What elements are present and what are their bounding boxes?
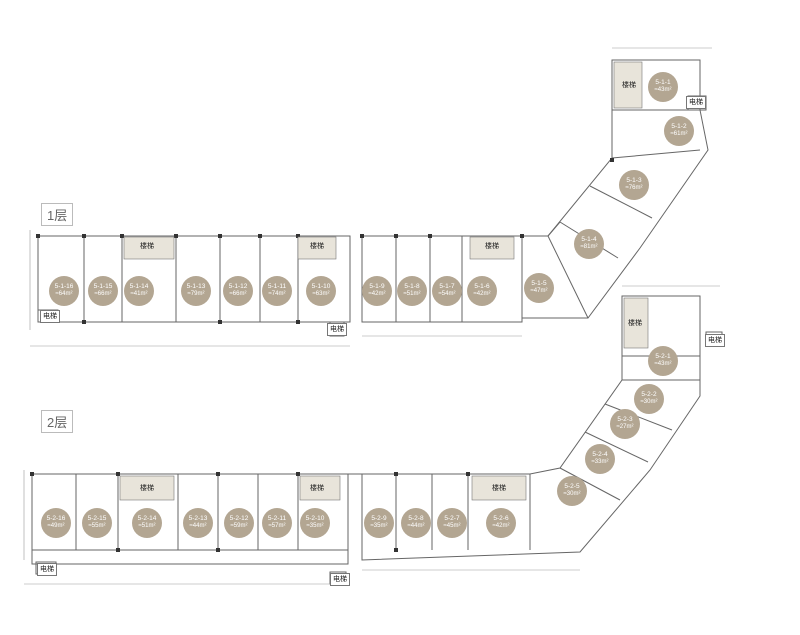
unit-badge: 5-1-14≈41m² [124, 276, 154, 306]
elevator-label: 电梯 [327, 323, 347, 336]
unit-badge: 5-1-6≈42m² [467, 276, 497, 306]
unit-badge: 5-1-9≈42m² [362, 276, 392, 306]
stair-label: 楼梯 [483, 241, 501, 252]
elevator-label: 电梯 [330, 573, 350, 586]
stair-label: 楼梯 [308, 241, 326, 252]
stair-label: 楼梯 [620, 80, 638, 91]
unit-badge: 5-2-6≈42m² [486, 508, 516, 538]
stair-label: 楼梯 [626, 318, 644, 329]
stair-label: 楼梯 [490, 483, 508, 494]
unit-badge: 5-2-12≈59m² [224, 508, 254, 538]
unit-badge: 5-2-2≈30m² [634, 384, 664, 414]
unit-badge: 5-1-5≈47m² [524, 273, 554, 303]
unit-badge: 5-1-10≈63m² [306, 276, 336, 306]
unit-badge: 5-2-11≈57m² [262, 508, 292, 538]
unit-badge: 5-1-4≈81m² [574, 229, 604, 259]
unit-badge: 5-2-7≈45m² [437, 508, 467, 538]
unit-badge: 5-2-3≈27m² [610, 409, 640, 439]
unit-badge: 5-1-7≈54m² [432, 276, 462, 306]
unit-badge: 5-2-8≈44m² [401, 508, 431, 538]
elevator-label: 电梯 [37, 563, 57, 576]
floor-1-label: 1层 [41, 203, 74, 226]
floor-1-walls [29, 47, 712, 347]
unit-badge: 5-1-8≈51m² [397, 276, 427, 306]
stair-label: 楼梯 [308, 483, 326, 494]
unit-badge: 5-2-13≈44m² [183, 508, 213, 538]
unit-badge: 5-1-11≈74m² [262, 276, 292, 306]
unit-badge: 5-2-16≈49m² [41, 508, 71, 538]
unit-badge: 5-1-15≈66m² [88, 276, 118, 306]
floor-2-walls [23, 285, 723, 585]
unit-badge: 5-2-14≈51m² [132, 508, 162, 538]
floor-2-label: 2层 [41, 410, 74, 433]
unit-badge: 5-2-15≈55m² [82, 508, 112, 538]
stair-label: 楼梯 [138, 483, 156, 494]
unit-badge: 5-1-3≈76m² [619, 170, 649, 200]
elevator-label: 电梯 [705, 334, 725, 347]
unit-badge: 5-1-2≈61m² [664, 116, 694, 146]
elevator-label: 电梯 [40, 310, 60, 323]
elevator-label: 电梯 [686, 96, 706, 109]
unit-badge: 5-2-9≈35m² [364, 508, 394, 538]
unit-badge: 5-1-1≈43m² [648, 72, 678, 102]
stair-label: 楼梯 [138, 241, 156, 252]
unit-badge: 5-2-10≈35m² [300, 508, 330, 538]
unit-badge: 5-1-12≈66m² [223, 276, 253, 306]
unit-badge: 5-1-13≈79m² [181, 276, 211, 306]
unit-badge: 5-2-5≈30m² [557, 476, 587, 506]
unit-badge: 5-2-1≈43m² [648, 346, 678, 376]
unit-badge: 5-2-4≈33m² [585, 444, 615, 474]
column-marks [30, 158, 614, 552]
unit-badge: 5-1-16≈64m² [49, 276, 79, 306]
